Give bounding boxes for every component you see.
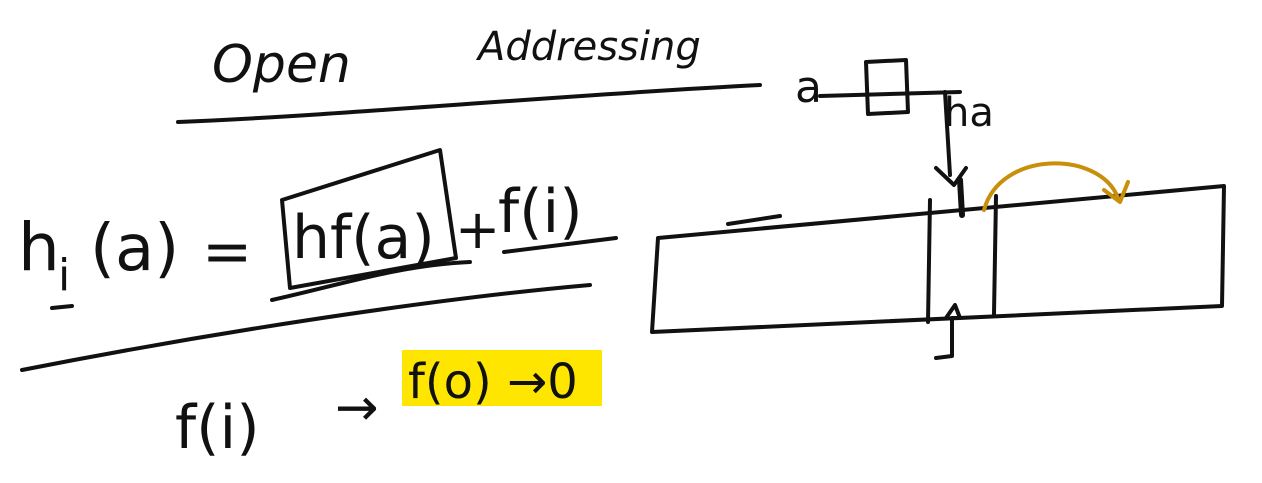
formula-f-of-i: f(i) [498, 177, 583, 247]
formula-argument: (a) [90, 212, 179, 286]
formula: h i (a) = hf(a) + f(i) [18, 148, 618, 372]
curved-arrow-head [1102, 180, 1130, 204]
key-label: a [795, 62, 822, 113]
hash-label: ha [944, 90, 994, 136]
occupied-marker [957, 177, 965, 218]
curved-arrow-icon [982, 161, 1120, 212]
key-line [818, 90, 962, 98]
formula-separator [20, 283, 592, 372]
hash-pointer-line [943, 90, 952, 177]
note: f(i) → f(o) →0 [175, 350, 602, 463]
subscript-underline [50, 304, 74, 310]
table-outline [650, 184, 1226, 334]
formula-equals: = [202, 217, 252, 287]
title-underline [176, 83, 762, 124]
highlight-marker [402, 350, 602, 406]
formula-box [280, 148, 458, 290]
table-top-mark [726, 214, 782, 226]
slot-divider-left [926, 198, 932, 324]
title-word-addressing: Addressing [475, 24, 701, 70]
boxed-term-underline [270, 260, 472, 302]
formula-lhs: h [18, 209, 60, 286]
note-lhs: f(i) [175, 393, 260, 463]
f-of-i-underline [502, 236, 618, 254]
title-word-open: Open [212, 35, 351, 95]
note-arrow: → [335, 378, 379, 438]
formula-plus: + [455, 198, 500, 261]
hash-table-diagram: a ha [650, 58, 1226, 360]
formula-boxed-term: hf(a) [292, 203, 435, 273]
title: Open Addressing [176, 24, 762, 124]
hash-box [864, 58, 910, 116]
formula-subscript: i [58, 250, 70, 301]
note-highlighted: f(o) →0 [408, 354, 578, 410]
arrow-down-icon [934, 166, 968, 187]
bottom-pointer [934, 303, 962, 360]
slot-divider-right [992, 194, 998, 316]
